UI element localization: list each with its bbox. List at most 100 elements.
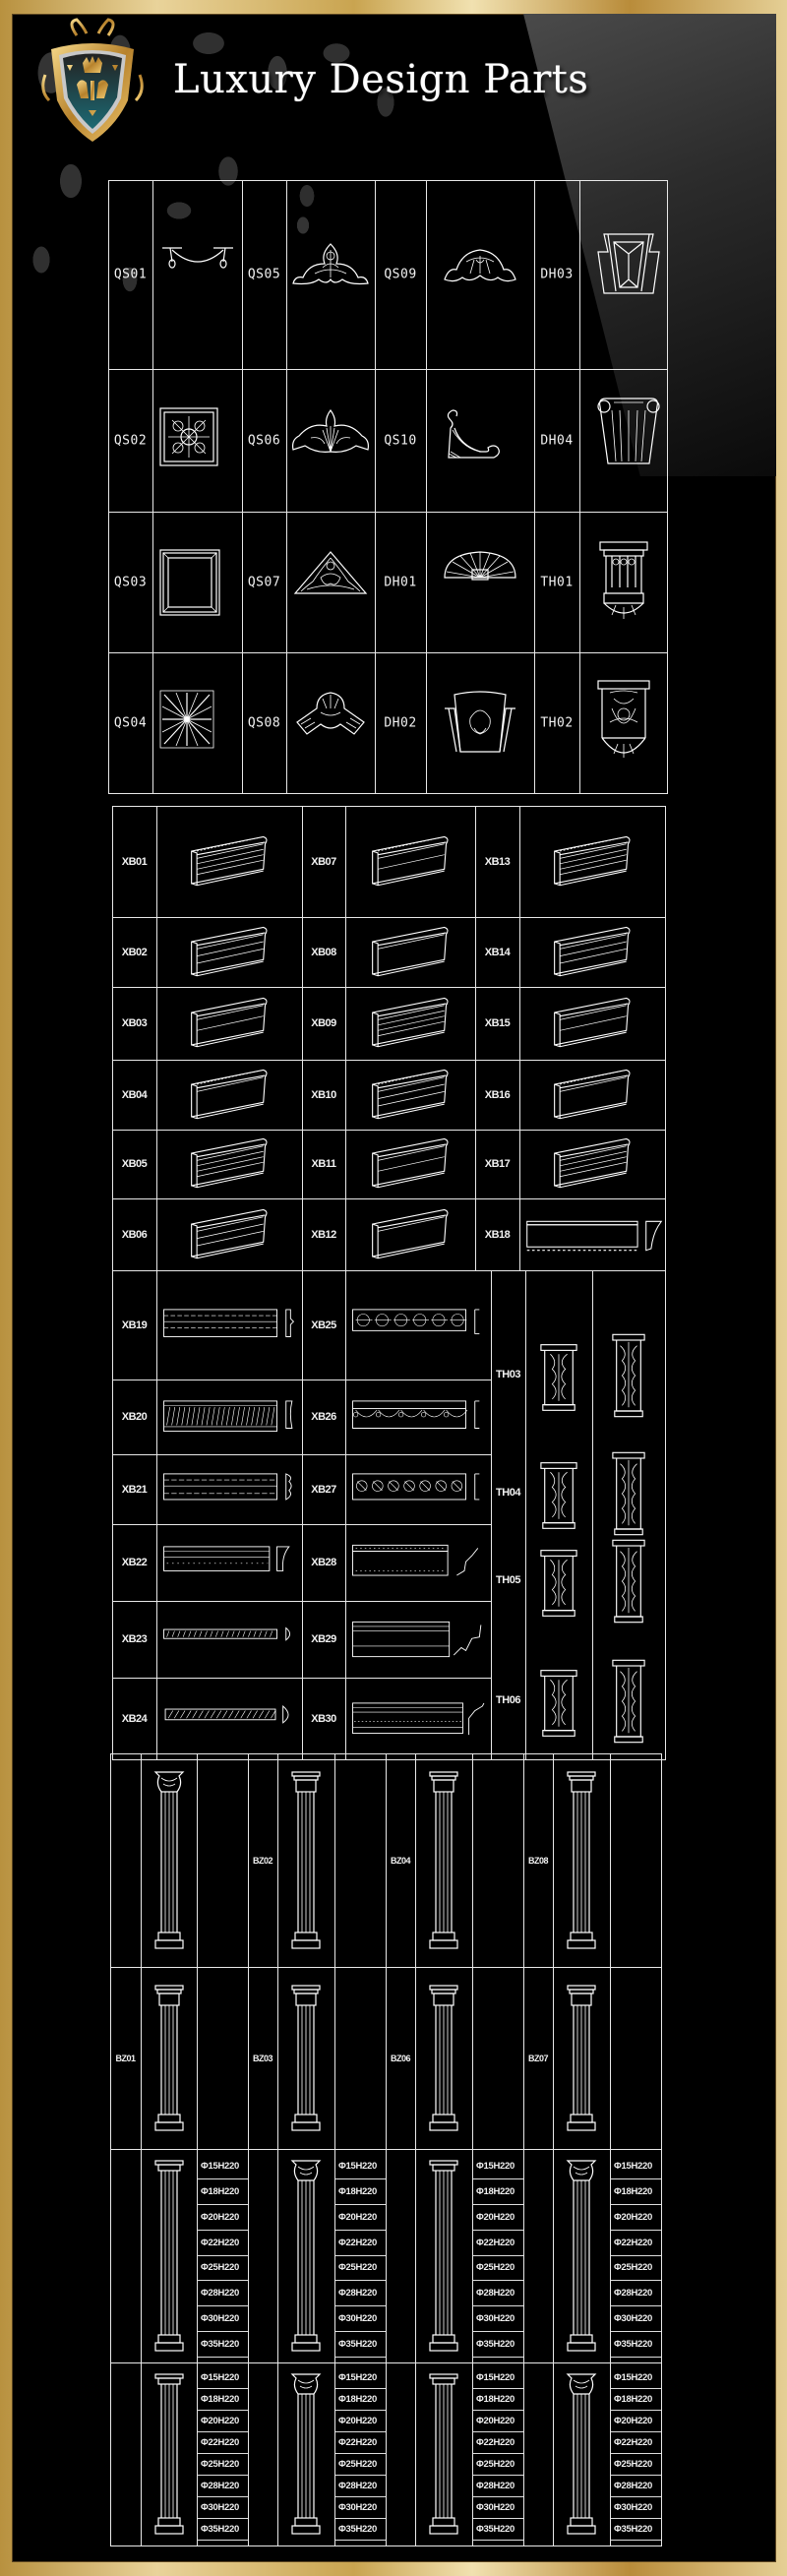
moulding-label[interactable]: XB12 bbox=[311, 1228, 336, 1241]
frieze-label[interactable]: XB25 bbox=[311, 1319, 336, 1331]
moulding-profile-icon[interactable] bbox=[551, 833, 634, 890]
column-label[interactable]: BZ04 bbox=[390, 1855, 411, 1866]
ornament-label[interactable]: QS04 bbox=[113, 715, 148, 730]
size-option[interactable]: Φ22H220 bbox=[611, 2432, 661, 2454]
square-panel-icon[interactable] bbox=[158, 548, 237, 617]
star-rosette-icon[interactable] bbox=[158, 689, 237, 758]
frieze-label[interactable]: XB28 bbox=[311, 1557, 336, 1568]
column-icon[interactable] bbox=[566, 2372, 597, 2536]
ornament-label[interactable]: QS07 bbox=[247, 575, 281, 589]
pilaster-icon[interactable] bbox=[153, 1770, 185, 1950]
ornament-label[interactable]: DH01 bbox=[384, 575, 417, 589]
moulding-label[interactable]: XB18 bbox=[484, 1228, 511, 1241]
corbel-label[interactable]: TH05 bbox=[496, 1574, 520, 1586]
moulding-profile-icon[interactable] bbox=[369, 1067, 452, 1124]
size-option[interactable]: Φ25H220 bbox=[198, 2256, 248, 2282]
moulding-profile-icon[interactable] bbox=[369, 924, 452, 981]
size-option[interactable]: Φ25H220 bbox=[611, 2454, 661, 2476]
size-option[interactable]: Φ15H220 bbox=[335, 2367, 386, 2389]
ornament-label[interactable]: QS06 bbox=[247, 433, 281, 448]
keystone-shell-icon[interactable] bbox=[441, 689, 519, 758]
corbel-side-icon[interactable] bbox=[611, 1537, 646, 1625]
size-option[interactable]: Φ22H220 bbox=[611, 2231, 661, 2256]
ornament-label[interactable]: DH03 bbox=[540, 267, 574, 282]
ornament-label[interactable]: DH04 bbox=[540, 433, 574, 448]
frieze-profile-icon[interactable] bbox=[162, 1302, 298, 1349]
moulding-profile-icon[interactable] bbox=[369, 995, 452, 1052]
corbel-icon[interactable] bbox=[584, 538, 663, 627]
moulding-label[interactable]: XB04 bbox=[121, 1088, 148, 1101]
frieze-profile-icon[interactable] bbox=[162, 1539, 298, 1586]
moulding-profile-icon[interactable] bbox=[369, 1135, 452, 1193]
moulding-label[interactable]: XB05 bbox=[121, 1158, 148, 1170]
size-option[interactable]: Φ18H220 bbox=[335, 2179, 386, 2205]
moulding-label[interactable]: XB11 bbox=[311, 1158, 336, 1170]
column-label[interactable]: BZ06 bbox=[390, 2053, 411, 2063]
size-option[interactable]: Φ20H220 bbox=[198, 2205, 248, 2231]
pilaster-icon[interactable] bbox=[290, 1984, 322, 2132]
size-option[interactable]: Φ18H220 bbox=[198, 2179, 248, 2205]
size-option[interactable]: Φ22H220 bbox=[473, 2231, 523, 2256]
frieze-label[interactable]: XB23 bbox=[121, 1633, 148, 1645]
size-option[interactable]: Φ30H220 bbox=[473, 2497, 523, 2519]
size-option[interactable]: Φ35H220 bbox=[611, 2332, 661, 2358]
moulding-profile-icon[interactable] bbox=[188, 1206, 271, 1263]
ornament-label[interactable]: DH02 bbox=[384, 715, 417, 730]
size-option[interactable]: Φ25H220 bbox=[473, 2454, 523, 2476]
square-rosette-icon[interactable] bbox=[158, 406, 237, 475]
moulding-profile-icon[interactable] bbox=[188, 1135, 271, 1193]
size-option[interactable]: Φ30H220 bbox=[198, 2497, 248, 2519]
frieze-profile-icon[interactable] bbox=[351, 1302, 487, 1349]
moulding-label[interactable]: XB09 bbox=[311, 1017, 336, 1029]
ornament-label[interactable]: QS05 bbox=[247, 267, 281, 282]
size-option[interactable]: Φ22H220 bbox=[335, 2231, 386, 2256]
size-option[interactable]: Φ28H220 bbox=[198, 2476, 248, 2497]
column-icon[interactable] bbox=[428, 2159, 459, 2353]
corbel-front-icon[interactable] bbox=[539, 1547, 578, 1620]
frieze-profile-icon[interactable] bbox=[162, 1393, 298, 1441]
corbel-front-icon[interactable] bbox=[539, 1459, 578, 1532]
arch-ornament-icon[interactable] bbox=[441, 240, 519, 309]
keystone-icon[interactable] bbox=[584, 230, 663, 319]
frieze-profile-icon[interactable] bbox=[351, 1616, 487, 1663]
size-option[interactable]: Φ20H220 bbox=[335, 2411, 386, 2432]
size-option[interactable]: Φ22H220 bbox=[198, 2432, 248, 2454]
ornament-label[interactable]: QS01 bbox=[113, 267, 148, 282]
size-option[interactable]: Φ35H220 bbox=[335, 2332, 386, 2358]
swag-icon[interactable] bbox=[158, 240, 237, 309]
column-icon[interactable] bbox=[153, 2372, 185, 2536]
pilaster-icon[interactable] bbox=[566, 1984, 597, 2132]
size-option[interactable]: Φ25H220 bbox=[198, 2454, 248, 2476]
corbel-front-icon[interactable] bbox=[539, 1667, 578, 1740]
size-option[interactable]: Φ22H220 bbox=[473, 2432, 523, 2454]
frieze-label[interactable]: XB21 bbox=[121, 1483, 148, 1496]
dentil-cornice-icon[interactable] bbox=[525, 1215, 663, 1257]
shell-ornament-icon[interactable] bbox=[291, 406, 370, 475]
moulding-label[interactable]: XB02 bbox=[121, 946, 148, 958]
size-option[interactable]: Φ20H220 bbox=[611, 2205, 661, 2231]
corner-scroll-icon[interactable] bbox=[441, 406, 519, 475]
size-option[interactable]: Φ35H220 bbox=[473, 2519, 523, 2541]
frieze-label[interactable]: XB29 bbox=[311, 1633, 336, 1645]
pediment-ornament-icon[interactable] bbox=[291, 240, 370, 309]
size-option[interactable]: Φ20H220 bbox=[473, 2205, 523, 2231]
column-icon[interactable] bbox=[290, 2159, 322, 2353]
moulding-label[interactable]: XB08 bbox=[311, 946, 336, 958]
fan-shell-icon[interactable] bbox=[441, 548, 519, 617]
size-option[interactable]: Φ30H220 bbox=[198, 2306, 248, 2333]
corbel-label[interactable]: TH03 bbox=[496, 1369, 520, 1380]
corbel-label[interactable]: TH04 bbox=[496, 1487, 520, 1499]
frieze-label[interactable]: XB19 bbox=[121, 1319, 148, 1331]
ornament-label[interactable]: TH02 bbox=[540, 715, 574, 730]
column-icon[interactable] bbox=[428, 2372, 459, 2536]
size-option[interactable]: Φ30H220 bbox=[611, 2306, 661, 2333]
corbel-label[interactable]: TH06 bbox=[496, 1694, 520, 1706]
moulding-label[interactable]: XB16 bbox=[484, 1088, 511, 1101]
size-option[interactable]: Φ25H220 bbox=[473, 2256, 523, 2282]
size-option[interactable]: Φ25H220 bbox=[335, 2256, 386, 2282]
size-option[interactable]: Φ22H220 bbox=[198, 2231, 248, 2256]
size-option[interactable]: Φ30H220 bbox=[335, 2497, 386, 2519]
ornament-label[interactable]: QS08 bbox=[247, 715, 281, 730]
size-option[interactable]: Φ15H220 bbox=[198, 2367, 248, 2389]
column-icon[interactable] bbox=[566, 2159, 597, 2353]
